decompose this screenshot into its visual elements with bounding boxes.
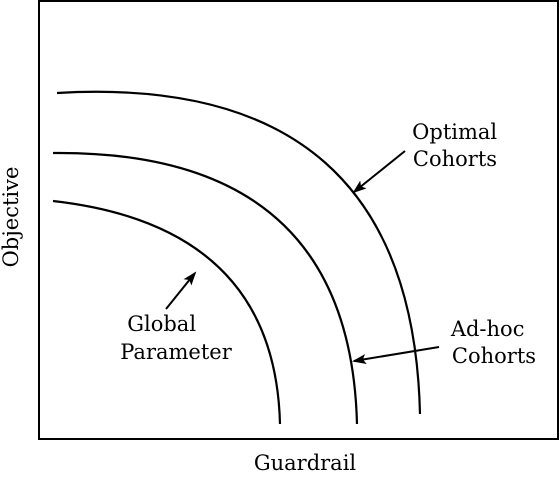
arrow-optimal-cohorts <box>352 150 406 194</box>
label-global-line-2: Parameter <box>120 340 232 364</box>
label-optimal-line-2: Cohorts <box>413 147 497 171</box>
label-global-line-1: Global <box>127 312 196 336</box>
label-adhoc-line-2: Cohorts <box>452 344 536 368</box>
plot-frame <box>38 0 559 440</box>
label-adhoc-line-1: Ad-hoc <box>450 317 525 341</box>
x-axis-label: Guardrail <box>254 451 357 474</box>
arrow-global-parameter <box>165 271 197 310</box>
y-axis-label: Objective <box>0 167 23 268</box>
label-optimal-cohorts: Optimal Cohorts <box>412 120 504 171</box>
label-global-parameter: Global Parameter <box>120 312 232 364</box>
label-optimal-line-1: Optimal <box>412 120 497 144</box>
curve-adhoc-cohorts <box>52 151 359 425</box>
label-adhoc-cohorts: Ad-hoc Cohorts <box>450 317 536 368</box>
curve-optimal-cohorts <box>56 90 422 415</box>
arrow-adhoc-cohorts <box>352 346 440 364</box>
curve-global-parameter <box>52 199 282 425</box>
